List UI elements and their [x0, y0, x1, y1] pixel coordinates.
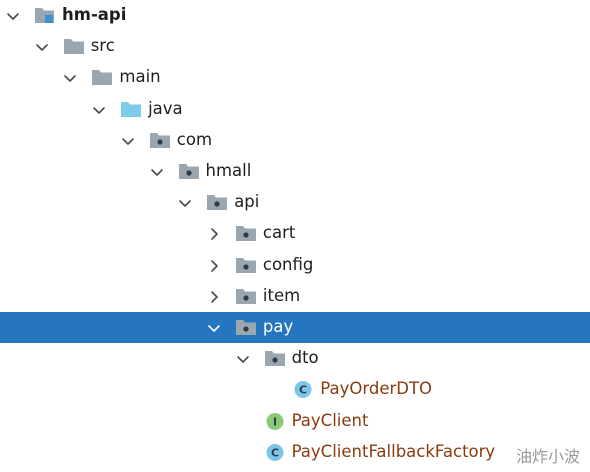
tree-node-label: PayClientFallbackFactory	[291, 441, 496, 461]
package-icon	[235, 256, 257, 275]
class-icon: C	[264, 443, 286, 462]
tree-node-payclient[interactable]: I PayClient	[0, 406, 590, 437]
tree-node-cart[interactable]: cart	[0, 218, 590, 249]
tree-node-com[interactable]: com	[0, 125, 590, 156]
tree-node-src[interactable]: src	[0, 31, 590, 62]
svg-text:C: C	[271, 446, 279, 459]
tree-node-label: PayClient	[291, 410, 369, 430]
package-icon	[149, 131, 171, 150]
chevron-right-icon[interactable]	[207, 289, 221, 303]
tree-node-java[interactable]: java	[0, 94, 590, 125]
tree-node-pay[interactable]: pay	[0, 312, 590, 343]
tree-node-label: hm-api	[62, 5, 127, 24]
chevron-right-icon[interactable]	[207, 258, 221, 272]
source-folder-icon	[120, 100, 142, 119]
tree-node-label: cart	[262, 223, 296, 243]
folder-icon	[91, 68, 113, 87]
chevron-down-icon[interactable]	[6, 8, 20, 22]
tree-node-label: api	[234, 192, 260, 212]
chevron-down-icon[interactable]	[121, 133, 135, 147]
package-icon	[264, 349, 286, 368]
tree-node-config[interactable]: config	[0, 250, 590, 281]
tree-node-payorderdto[interactable]: C PayOrderDTO	[0, 374, 590, 405]
tree-node-main[interactable]: main	[0, 62, 590, 93]
package-icon	[235, 287, 257, 306]
tree-node-label: item	[262, 285, 301, 305]
tree-node-item[interactable]: item	[0, 281, 590, 312]
tree-node-dto[interactable]: dto	[0, 343, 590, 374]
svg-text:I: I	[273, 415, 277, 428]
chevron-down-icon[interactable]	[236, 351, 250, 365]
package-icon	[235, 224, 257, 243]
folder-icon	[63, 37, 85, 56]
tree-node-payclientfallbackfactory[interactable]: C PayClientFallbackFactory	[0, 437, 590, 468]
chevron-right-icon[interactable]	[207, 226, 221, 241]
chevron-down-icon[interactable]	[150, 164, 164, 178]
chevron-down-icon[interactable]	[63, 70, 77, 84]
chevron-down-icon[interactable]	[92, 102, 106, 116]
tree-node-label: java	[148, 98, 183, 118]
package-icon	[206, 193, 228, 212]
tree-node-label: hmall	[205, 161, 252, 180]
chevron-down-icon[interactable]	[207, 320, 221, 334]
tree-node-label: config	[262, 254, 314, 274]
tree-node-label: com	[176, 129, 213, 149]
tree-node-hmall[interactable]: hmall	[0, 156, 590, 187]
chevron-down-icon[interactable]	[35, 39, 49, 53]
tree-node-label: PayOrderDTO	[320, 379, 433, 399]
package-icon	[235, 318, 257, 337]
tree-node-label: src	[90, 36, 115, 56]
tree-node-label: pay	[262, 317, 294, 336]
svg-text:C: C	[299, 384, 307, 397]
module-icon	[34, 6, 56, 25]
class-icon: C	[292, 380, 314, 399]
tree-node-api[interactable]: api	[0, 187, 590, 218]
chevron-down-icon[interactable]	[178, 195, 192, 209]
watermark-text: 油炸小波	[515, 447, 580, 466]
tree-node-label: main	[119, 67, 161, 87]
interface-icon: I	[264, 412, 286, 431]
tree-node-label: dto	[291, 348, 319, 368]
package-icon	[178, 162, 200, 181]
tree-node-hm-api[interactable]: hm-api	[0, 0, 590, 31]
